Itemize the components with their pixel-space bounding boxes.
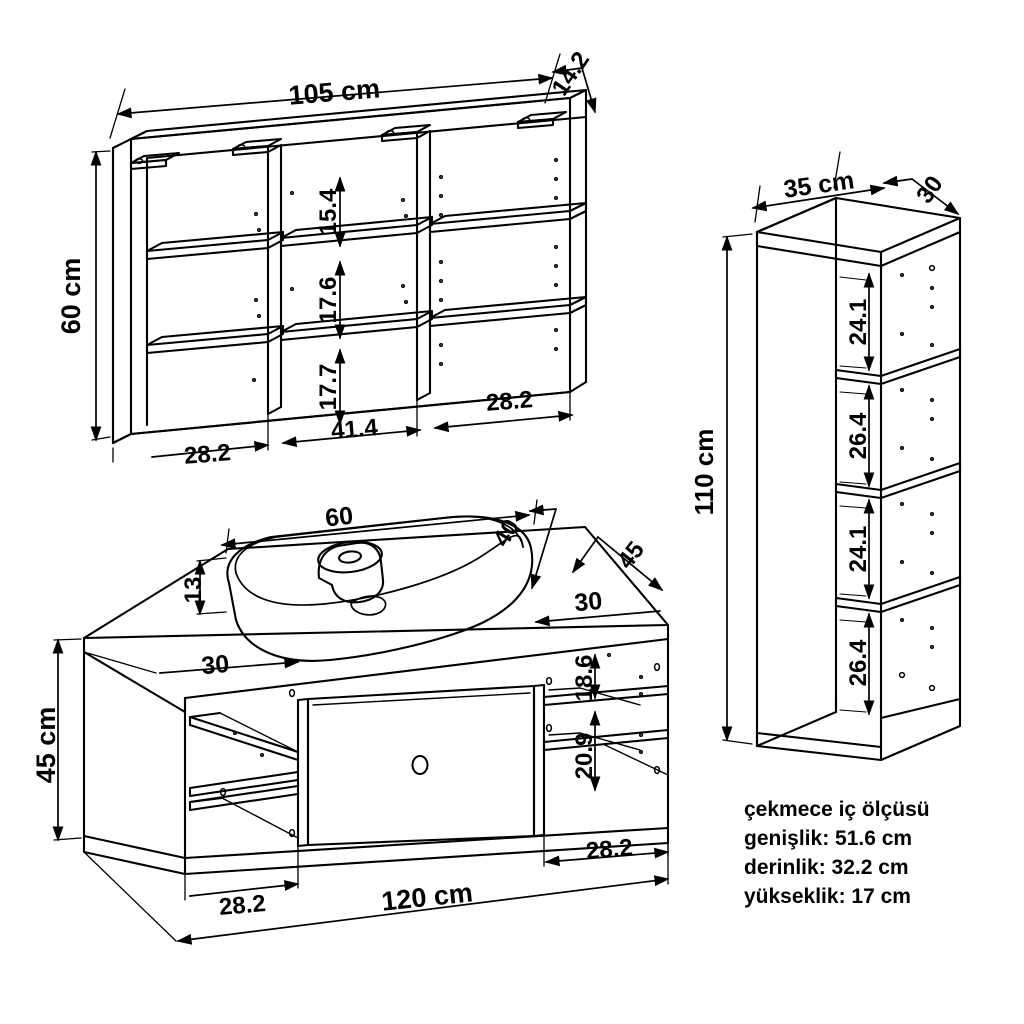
dim-vanity-height: 45 cm: [31, 707, 61, 784]
dim-tall-h1: 24.1: [845, 299, 872, 346]
dim-shelf-width: 105 cm: [287, 73, 381, 110]
dim-shelf-w-left: 28.2: [183, 439, 232, 470]
drawer-inner-dimensions-note: çekmece iç ölçüsü genişlik: 51.6 cm deri…: [744, 795, 930, 911]
dim-shelf-h3: 17.7: [315, 364, 342, 411]
note-height: yükseklik: 17 cm: [744, 885, 911, 908]
wall-shelf-dimensions: [90, 53, 597, 463]
dim-shelf-height: 60 cm: [56, 258, 86, 335]
dim-vanity-right-bay: 28.2: [585, 834, 634, 865]
dim-vanity-top-depth-right: 30: [573, 587, 603, 617]
dim-basin-width: 60: [324, 502, 355, 533]
wall-shelf-unit-drawing: [111, 88, 588, 445]
dim-shelf-h1: 15.4: [315, 188, 342, 235]
dim-shelf-w-right: 28.2: [485, 386, 534, 417]
dim-tall-width: 35 cm: [782, 166, 856, 204]
dim-vanity-right-h1: 18.6: [571, 655, 598, 702]
dim-tall-h4: 26.4: [845, 639, 872, 686]
dim-basin-height: 13: [180, 577, 207, 604]
dim-vanity-left-bay: 28.2: [218, 890, 267, 921]
dim-tall-h3: 24.1: [845, 526, 872, 573]
note-width: genişlik: 51.6 cm: [744, 827, 913, 850]
dim-tall-h2: 26.4: [845, 412, 872, 459]
dim-shelf-w-mid: 41.4: [330, 414, 379, 445]
dim-shelf-h2: 17.6: [315, 277, 342, 324]
dim-vanity-width: 120 cm: [380, 877, 474, 916]
vanity-dimensions: [52, 499, 670, 945]
note-title: çekmece iç ölçüsü: [744, 798, 930, 821]
tall-cabinet-dimensions: [721, 151, 960, 745]
washbasin-drawing: [226, 515, 534, 662]
dim-vanity-top-depth-left: 30: [200, 650, 230, 680]
dimension-labels: 105 cm 14.2 60 cm 15.4 17.6 17.7 28.2 41…: [31, 47, 949, 921]
dim-tall-height: 110 cm: [689, 429, 719, 516]
dim-vanity-side-depth: 45: [612, 537, 650, 575]
note-depth: derinlik: 32.2 cm: [744, 856, 909, 879]
dim-vanity-right-h2: 20.9: [571, 733, 598, 780]
